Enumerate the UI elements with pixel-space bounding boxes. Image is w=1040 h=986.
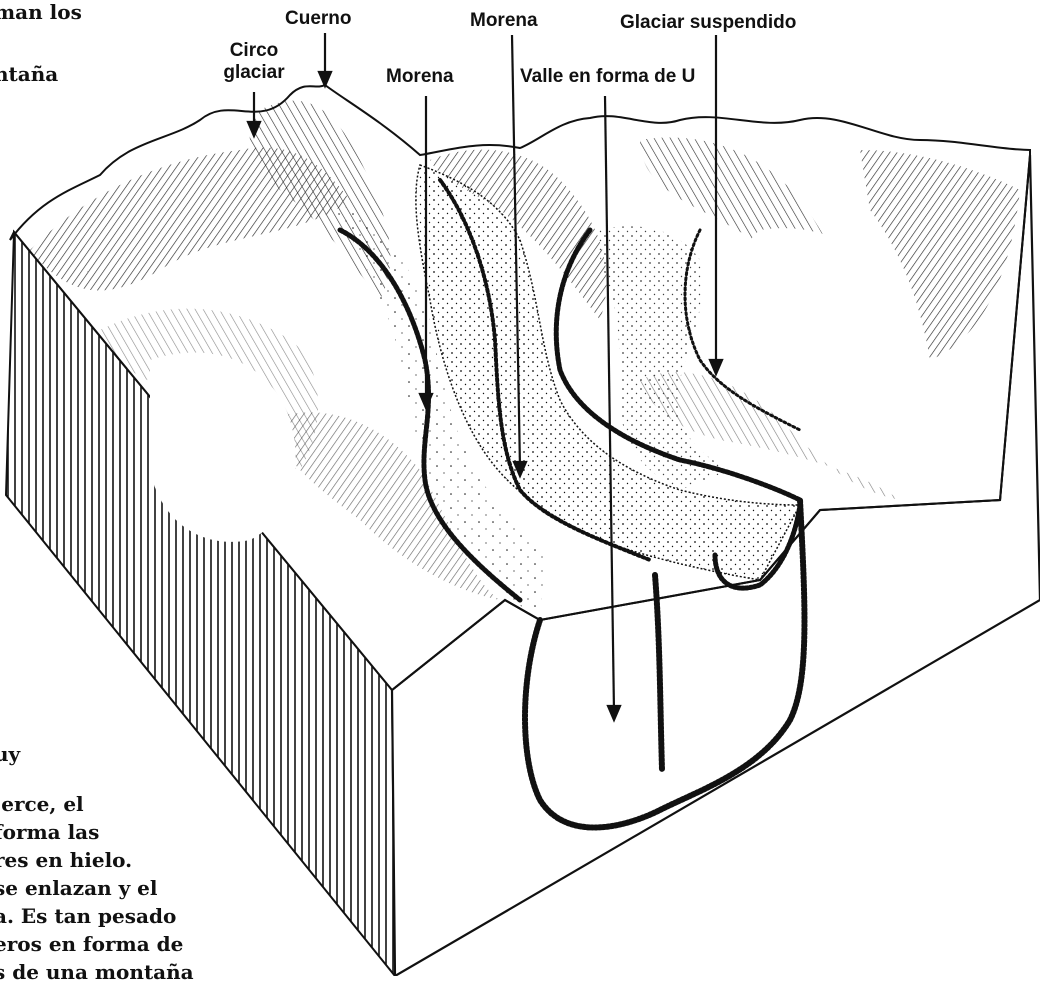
label-morena-top: Morena (470, 10, 538, 32)
label-valle-en-forma-de-u: Valle en forma de U (520, 66, 695, 88)
label-glaciar-suspendido: Glaciar suspendido (620, 12, 796, 34)
label-circo-glaciar: Circo glaciar (220, 40, 288, 84)
label-circo-line2: glaciar (220, 62, 288, 84)
label-cuerno: Cuerno (285, 8, 352, 30)
label-morena-left: Morena (386, 66, 454, 88)
arrow-cuerno (319, 33, 331, 86)
label-circo-line1: Circo (220, 40, 288, 62)
